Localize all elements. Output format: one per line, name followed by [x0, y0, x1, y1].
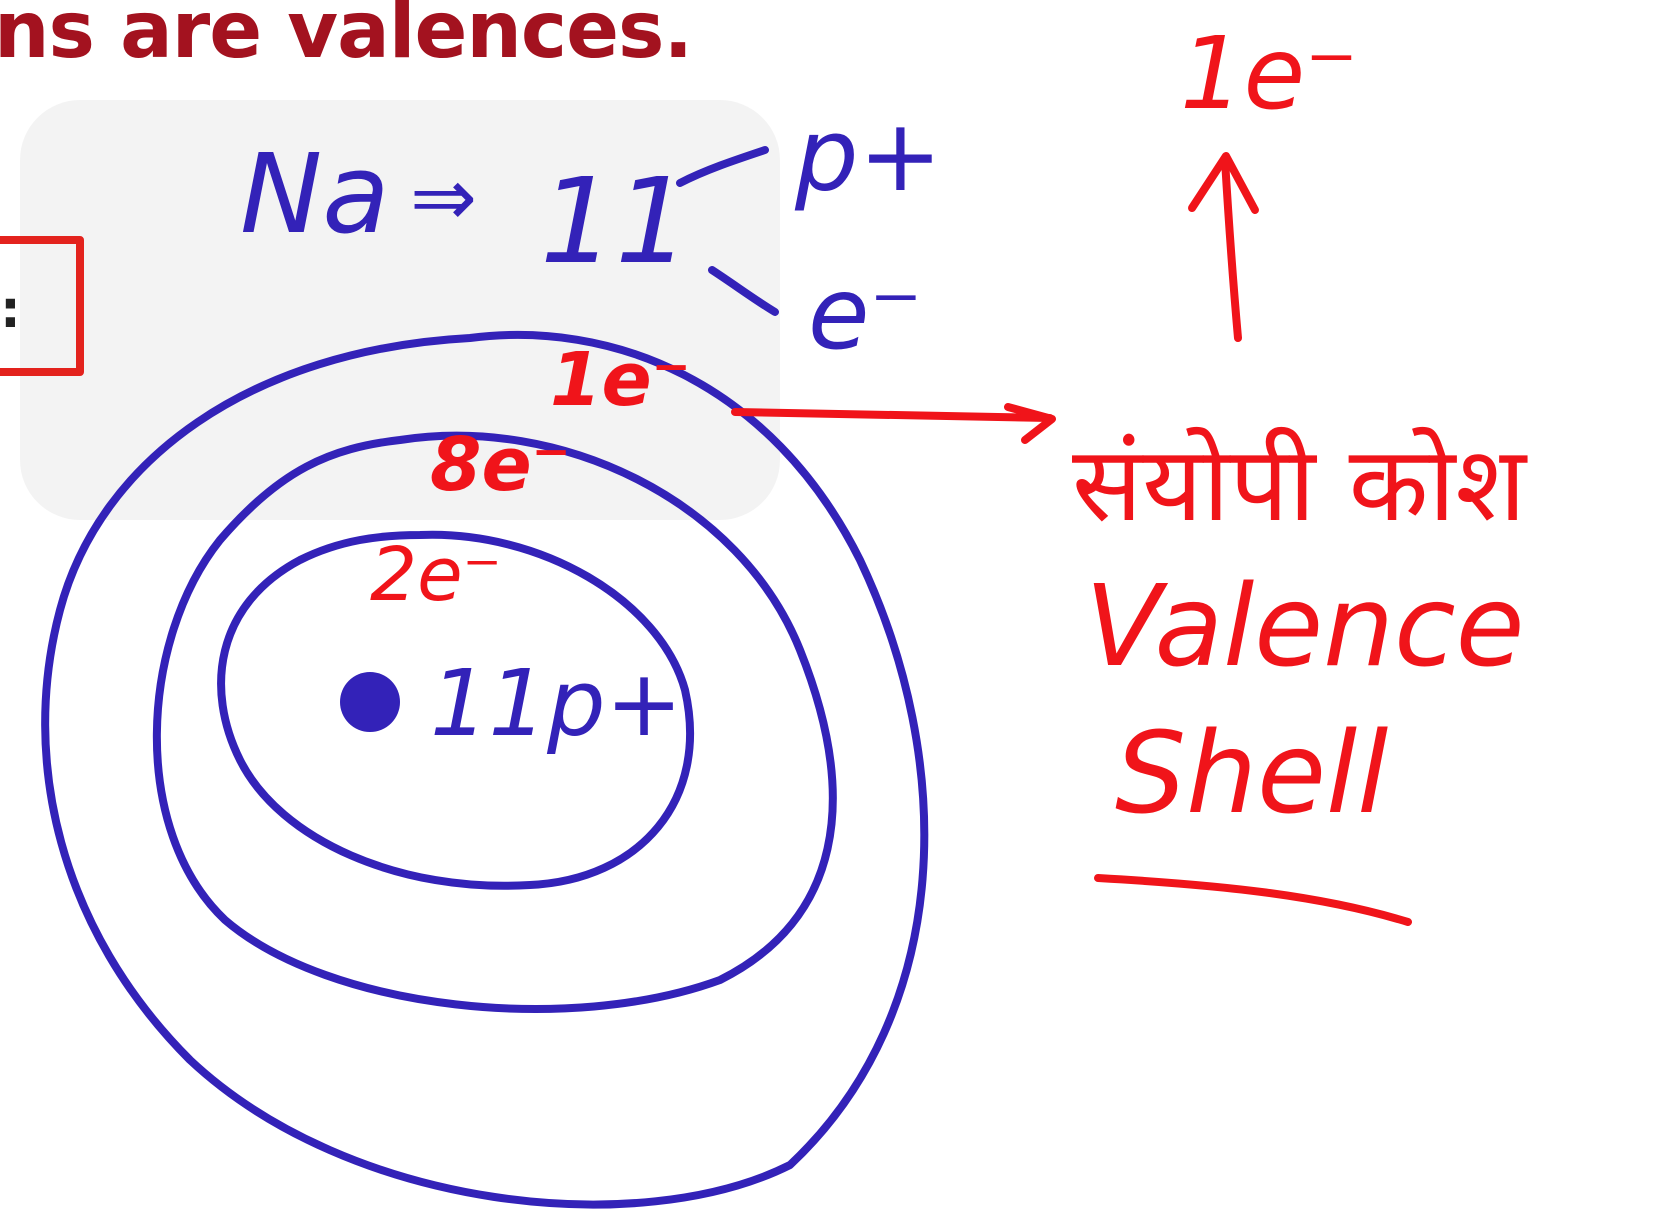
atomic-number: 11 — [540, 152, 690, 290]
proton-label: p+ — [794, 97, 942, 214]
up-arrow-shaft — [1221, 156, 1242, 342]
nucleus-dot — [340, 672, 400, 732]
valence-pointer-arrow-head — [1004, 403, 1056, 444]
element-symbol: Na — [240, 130, 390, 258]
label-underline — [1094, 874, 1412, 926]
shell-1-electrons-label: 2e⁻ — [370, 532, 502, 618]
valence-pointer-arrow-shaft — [731, 408, 1054, 422]
shell-2-electrons-label: 8e⁻ — [430, 422, 571, 508]
middle-shell-ring — [152, 431, 837, 1013]
up-arrow-head — [1188, 152, 1259, 214]
inner-shell-ring — [217, 530, 694, 890]
hindi-valence-shell-label: संयोपी कोश — [1072, 423, 1528, 545]
proton-branch-stroke — [676, 146, 769, 187]
nucleus-label: 11p+ — [430, 650, 683, 757]
shell-3-electrons-label: 1e⁻ — [550, 337, 691, 423]
electron-label: e⁻ — [808, 255, 922, 372]
electron-branch-stroke — [708, 266, 779, 316]
slide-heading: ns are valences. — [0, 0, 693, 76]
answer-box-text: : — [0, 280, 21, 340]
implies-arrow: ⇒ — [410, 151, 477, 244]
valence-electron-top-label: 1e⁻ — [1180, 15, 1358, 132]
english-label-line1: Valence — [1085, 562, 1525, 692]
answer-box: : — [0, 236, 84, 376]
outer-shell-ring — [41, 331, 929, 1209]
english-label-line2: Shell — [1115, 709, 1388, 839]
